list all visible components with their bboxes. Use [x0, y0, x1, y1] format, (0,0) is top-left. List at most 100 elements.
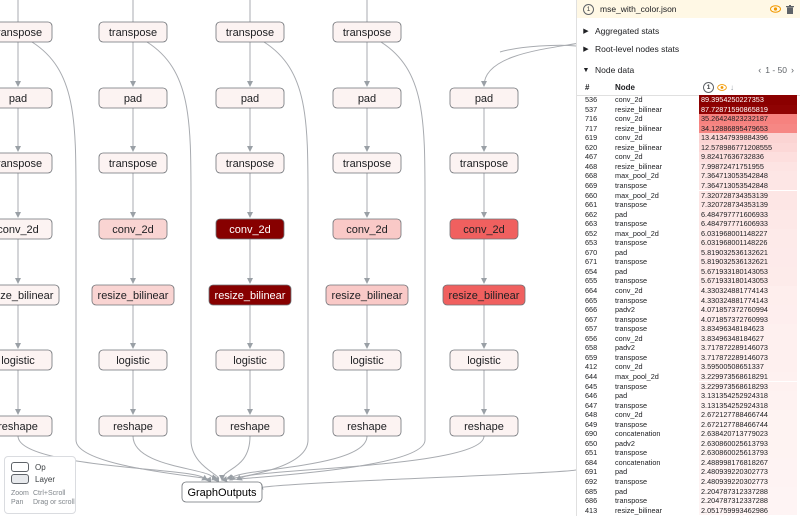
- node-logistic[interactable]: logistic: [0, 349, 53, 371]
- node-logistic[interactable]: logistic: [215, 349, 285, 371]
- node-pad[interactable]: pad: [332, 87, 402, 109]
- eye-icon[interactable]: [717, 83, 727, 91]
- node-resize[interactable]: resize_bilinear: [325, 284, 409, 306]
- node-transpose[interactable]: transpose: [0, 152, 53, 174]
- node-transpose[interactable]: transpose: [98, 152, 168, 174]
- node-reshape[interactable]: reshape: [98, 415, 168, 437]
- delete-icon[interactable]: [786, 4, 794, 14]
- node-conv[interactable]: conv_2d: [215, 218, 285, 240]
- aggregated-stats-section[interactable]: ▶ Aggregated stats: [577, 22, 800, 40]
- row-value: 2.480939220302773: [699, 477, 797, 487]
- column-header-id[interactable]: #: [585, 82, 590, 92]
- node-transpose[interactable]: transpose: [332, 152, 402, 174]
- sort-arrow-icon[interactable]: ↓: [730, 82, 734, 92]
- column-header-value[interactable]: 1 ↓: [703, 81, 734, 93]
- node-resize[interactable]: resize_bilinear: [0, 284, 60, 306]
- node-data-section[interactable]: ▼ Node data ‹ 1 - 50 ›: [577, 61, 800, 79]
- node-logistic[interactable]: logistic: [332, 349, 402, 371]
- node-transpose-top[interactable]: transpose: [0, 21, 53, 43]
- node-transpose-top[interactable]: transpose: [98, 21, 168, 43]
- node-pad[interactable]: pad: [0, 87, 53, 109]
- node-transpose[interactable]: transpose: [215, 152, 285, 174]
- prev-page-icon[interactable]: ‹: [758, 65, 762, 75]
- node-pad[interactable]: pad: [215, 87, 285, 109]
- node-resize[interactable]: resize_bilinear: [208, 284, 292, 306]
- graph-svg[interactable]: transpose pad transpose conv_2d resize_bilin…: [0, 0, 576, 516]
- node-resize[interactable]: resize_bilinear: [442, 284, 526, 306]
- node-conv[interactable]: conv_2d: [332, 218, 402, 240]
- legend-layer: Layer: [11, 474, 55, 484]
- node-graph-outputs[interactable]: GraphOutputs: [181, 481, 263, 503]
- node-conv[interactable]: conv_2d: [98, 218, 168, 240]
- node-reshape[interactable]: reshape: [215, 415, 285, 437]
- node-reshape[interactable]: reshape: [0, 415, 53, 437]
- node-pad[interactable]: pad: [98, 87, 168, 109]
- row-value: 87.72871590865819: [699, 104, 797, 115]
- node-logistic[interactable]: logistic: [98, 349, 168, 371]
- eye-icon[interactable]: [770, 5, 781, 13]
- node-reshape[interactable]: reshape: [332, 415, 402, 437]
- node-logistic[interactable]: logistic: [449, 349, 519, 371]
- next-page-icon[interactable]: ›: [791, 65, 794, 75]
- file-row[interactable]: 1 mse_with_color.json: [577, 0, 800, 18]
- node-conv[interactable]: conv_2d: [449, 218, 519, 240]
- row-node: transpose: [615, 352, 648, 362]
- node-pad[interactable]: pad: [449, 87, 519, 109]
- node-transpose-top[interactable]: transpose: [215, 21, 285, 43]
- node-transpose-top[interactable]: transpose: [332, 21, 402, 43]
- node-resize[interactable]: resize_bilinear: [91, 284, 175, 306]
- row-id: 669: [585, 180, 598, 190]
- root-level-stats-section[interactable]: ▶ Root-level nodes stats: [577, 40, 800, 58]
- column-header-node[interactable]: Node: [615, 82, 635, 92]
- node-transpose[interactable]: transpose: [449, 152, 519, 174]
- node-reshape[interactable]: reshape: [449, 415, 519, 437]
- node-conv[interactable]: conv_2d: [0, 218, 53, 240]
- graph-canvas[interactable]: transpose pad transpose conv_2d resize_bilin…: [0, 0, 576, 516]
- row-id: 658: [585, 343, 598, 353]
